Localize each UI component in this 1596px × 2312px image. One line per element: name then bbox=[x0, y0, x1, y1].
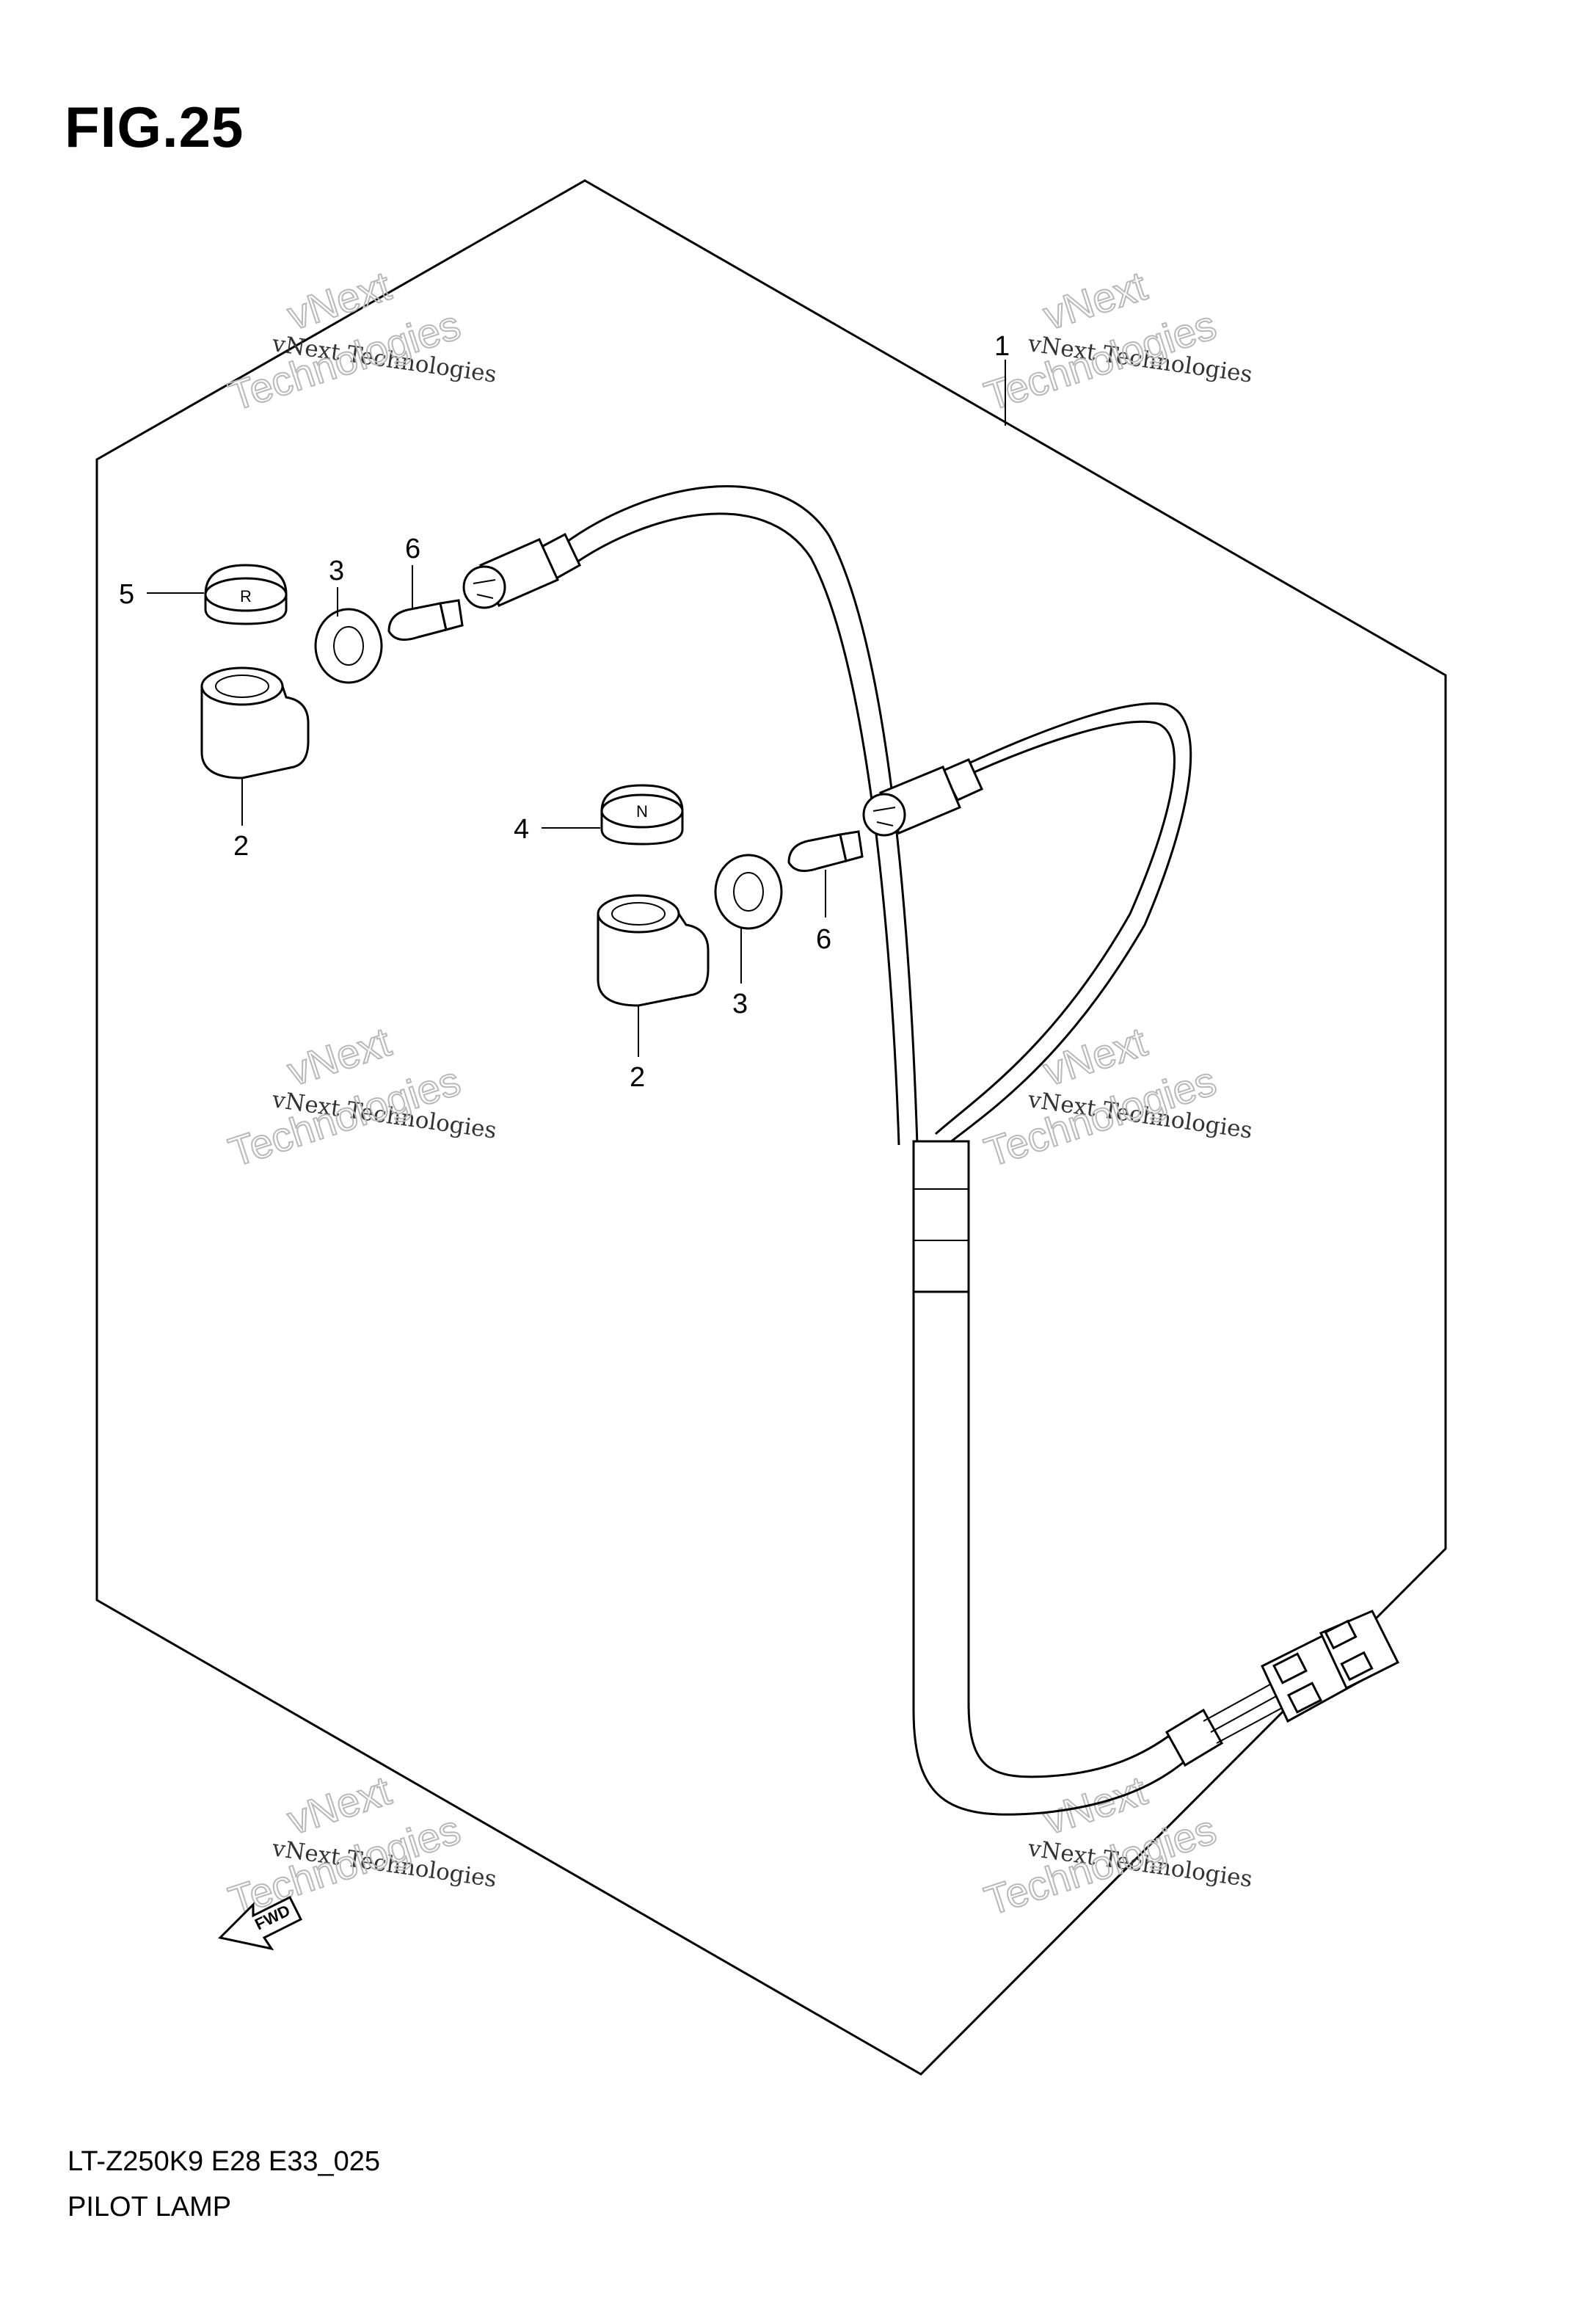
callout-6-middle: 6 bbox=[816, 924, 831, 955]
watermark-middle-left: vNext vNext Technologies Technologies bbox=[222, 1017, 498, 1176]
grommet-middle bbox=[714, 854, 783, 930]
watermark-bottom-right: vNext vNext Technologies Technologies bbox=[978, 1766, 1254, 1924]
callout-1: 1 bbox=[994, 331, 1010, 362]
bulb-middle bbox=[787, 830, 864, 873]
callout-3-upper: 3 bbox=[329, 556, 344, 586]
harness-socket-middle bbox=[862, 758, 983, 837]
watermark-bottom-left: vNext vNext Technologies Technologies bbox=[222, 1766, 498, 1924]
callout-4: 4 bbox=[514, 814, 529, 845]
leader-lines bbox=[147, 360, 1006, 1057]
watermark-top-left: vNext vNext Technologies Technologies bbox=[222, 261, 498, 420]
harness-socket-upper bbox=[462, 532, 581, 609]
socket-housing-upper bbox=[200, 666, 310, 779]
harness-coupler bbox=[1261, 1610, 1400, 1723]
grommet-upper bbox=[314, 608, 383, 684]
figure-code: LT-Z250K9 E28 E33_025 bbox=[68, 2146, 381, 2177]
callout-6-upper: 6 bbox=[405, 534, 420, 564]
indicator-cap-neutral: N bbox=[600, 784, 684, 846]
figure-name: PILOT LAMP bbox=[68, 2192, 232, 2222]
diagram-frame bbox=[95, 179, 1447, 2076]
callout-3-middle: 3 bbox=[732, 989, 748, 1019]
middle-lamp-group: N bbox=[597, 784, 864, 1007]
svg-text:N: N bbox=[636, 802, 648, 821]
callout-2-middle: 2 bbox=[630, 1062, 645, 1093]
socket-housing-middle bbox=[597, 894, 710, 1007]
callout-2-upper: 2 bbox=[233, 831, 249, 862]
svg-text:R: R bbox=[240, 587, 252, 606]
wiring-harness bbox=[462, 485, 1400, 1816]
upper-lamp-group: R bbox=[200, 564, 464, 779]
callout-5: 5 bbox=[119, 579, 134, 610]
bulb-upper bbox=[387, 599, 464, 641]
watermark-middle-right: vNext vNext Technologies Technologies bbox=[978, 1017, 1254, 1176]
figure-title: FIG.25 bbox=[65, 95, 244, 159]
indicator-cap-reverse: R bbox=[204, 564, 288, 625]
watermark-top-right: vNext vNext Technologies Technologies bbox=[978, 261, 1254, 420]
